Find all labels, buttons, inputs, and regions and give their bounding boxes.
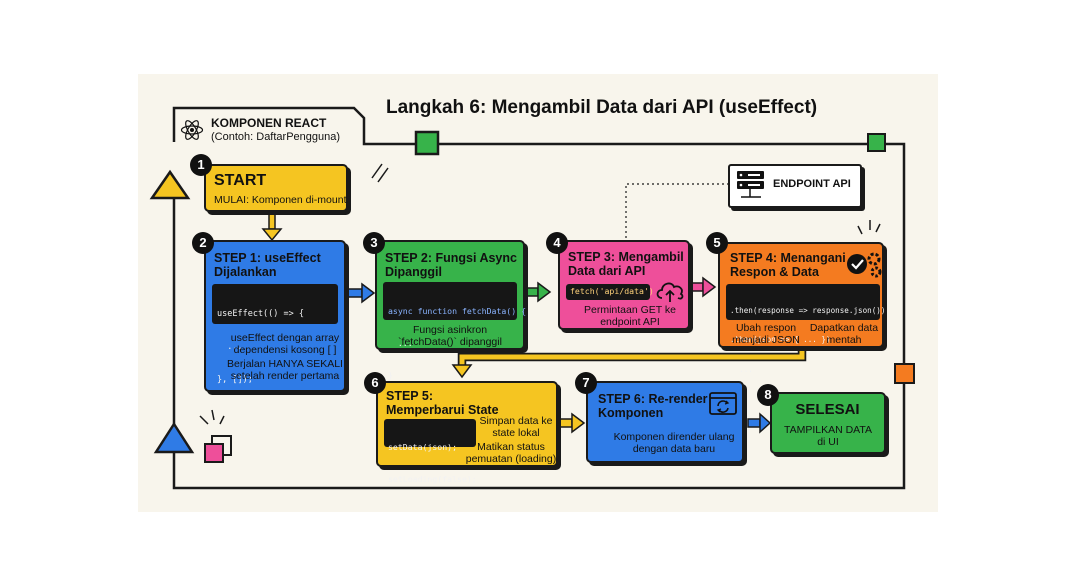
step2-title: STEP 2: Fungsi Async Dipanggil (385, 251, 517, 279)
step1-code-line-2: ... (217, 342, 243, 353)
burst-marks-decoration-2 (199, 409, 225, 425)
arrow-step6-to-done (747, 412, 772, 434)
arrow-step4-to-step5 (451, 348, 807, 379)
step4-box: STEP 4: Menangani Respon & Data .then(re… (718, 242, 886, 374)
step5-title: STEP 5: Memperbarui State (386, 389, 499, 417)
step5-box: STEP 5: Memperbarui State setData(json);… (376, 381, 558, 484)
step4-code: .then(response => response.json()) .then… (726, 284, 886, 374)
step5-code-line-2: setLoading(false); (388, 474, 477, 485)
step1-note-2: Berjalan HANYA SEKALI setelah render per… (227, 358, 343, 383)
connector-layer (149, 106, 915, 490)
step4-code-line-1: .then(response => response.json()) (730, 305, 886, 315)
square-orange-shape (894, 363, 915, 384)
step-number-6: 6 (364, 372, 386, 394)
diagram-canvas: Langkah 6: Mengambil Data dari API (useE… (138, 74, 938, 512)
server-icon (737, 171, 764, 198)
done-box: SELESAI TAMPILKAN DATA di UI (770, 392, 886, 454)
triangle-yellow-shape (149, 169, 191, 200)
step3-box: STEP 3: Mengambil Data dari API fetch('a… (558, 240, 690, 330)
burst-marks-decoration (857, 220, 881, 235)
step4-code-line-3: ... (730, 364, 753, 374)
done-title: SELESAI (795, 401, 860, 418)
step6-box: STEP 6: Re-render Komponen Komponen dire… (586, 381, 744, 463)
done-desc: TAMPILKAN DATA di UI (783, 424, 873, 449)
step6-title: STEP 6: Re-render Komponen (598, 392, 708, 420)
endpoint-label: ENDPOINT API (773, 178, 851, 190)
arrow-step2-to-step3 (524, 281, 552, 303)
step-number-8: 8 (757, 384, 779, 406)
step2-note: Fungsi asinkron `fetchData()` dipanggil (398, 324, 502, 349)
start-title: START (214, 172, 267, 189)
step2-code-line-1: async function fetchData() { (388, 306, 527, 317)
step6-note: Komponen dirender ulang dengan data baru (613, 431, 735, 456)
step4-title: STEP 4: Menangani Respon & Data (730, 251, 846, 279)
component-frame (172, 106, 906, 490)
step2-code-line-2: ... (388, 338, 413, 349)
start-desc: MULAI: Komponen di-mount (214, 194, 347, 206)
arrow-step1-to-step2 (347, 282, 376, 304)
triangle-blue-shape (153, 421, 195, 454)
step1-note-1: useEffect dengan array dependensi kosong… (230, 332, 340, 357)
step-number-2: 2 (192, 232, 214, 254)
step1-box: STEP 1: useEffect Dijalankan useEffect((… (204, 240, 346, 392)
arrow-step3-to-step4 (689, 276, 717, 298)
step-number-1: 1 (190, 154, 212, 176)
slash-marks-decoration (371, 163, 389, 183)
square-pink-shape (204, 443, 224, 463)
component-subtitle: (Contoh: DaftarPengguna) (211, 131, 341, 143)
react-icon (180, 120, 204, 140)
step4-note-2: Dapatkan data mentah (809, 322, 879, 347)
step5-code-line-1: setData(json); (388, 442, 458, 453)
step-number-5: 5 (706, 232, 728, 254)
check-gears-icon (847, 252, 882, 278)
step5-note-1: Simpan data ke state lokal (479, 415, 553, 440)
arrow-start-to-step1 (261, 213, 283, 242)
step-number-4: 4 (546, 232, 568, 254)
cloud-upload-icon (656, 282, 684, 302)
step2-code-line-3: } (388, 370, 393, 381)
endpoint-api-box: ENDPOINT API (728, 164, 862, 208)
component-title: KOMPONEN REACT (211, 116, 327, 130)
step-number-7: 7 (575, 372, 597, 394)
endpoint-link (625, 183, 728, 238)
step1-code-line-3: }, []); (217, 375, 253, 386)
page-title: Langkah 6: Mengambil Data dari API (useE… (386, 97, 818, 118)
step5-note-2: Matikan status pemuatan (loading) (465, 441, 557, 466)
step4-note-1: Ubah respon menjadi JSON (732, 322, 800, 347)
step3-title: STEP 3: Mengambil Data dari API (568, 250, 684, 278)
arrow-step5-to-step6 (559, 412, 586, 434)
refresh-window-icon (709, 392, 737, 415)
step3-note: Permintaan GET ke endpoint API (583, 304, 676, 329)
step1-title: STEP 1: useEffect Dijalankan (214, 251, 321, 279)
step5-code: setData(json); setLoading(false); (384, 419, 477, 484)
square-green-shape (414, 130, 440, 156)
step3-code: fetch('api/data') (566, 284, 654, 300)
step1-code: useEffect(() => { ... }, []); (212, 284, 338, 385)
step4-code-line-2: .then(json => { ... }) (730, 335, 831, 345)
step2-box: STEP 2: Fungsi Async Dipanggil async fun… (375, 240, 527, 380)
step2-code: async function fetchData() { ... } (383, 282, 527, 380)
start-box: START MULAI: Komponen di-mount (204, 164, 348, 212)
square-green-small-shape (867, 133, 886, 152)
step1-code-line-1: useEffect(() => { (217, 309, 304, 320)
step-number-3: 3 (363, 232, 385, 254)
